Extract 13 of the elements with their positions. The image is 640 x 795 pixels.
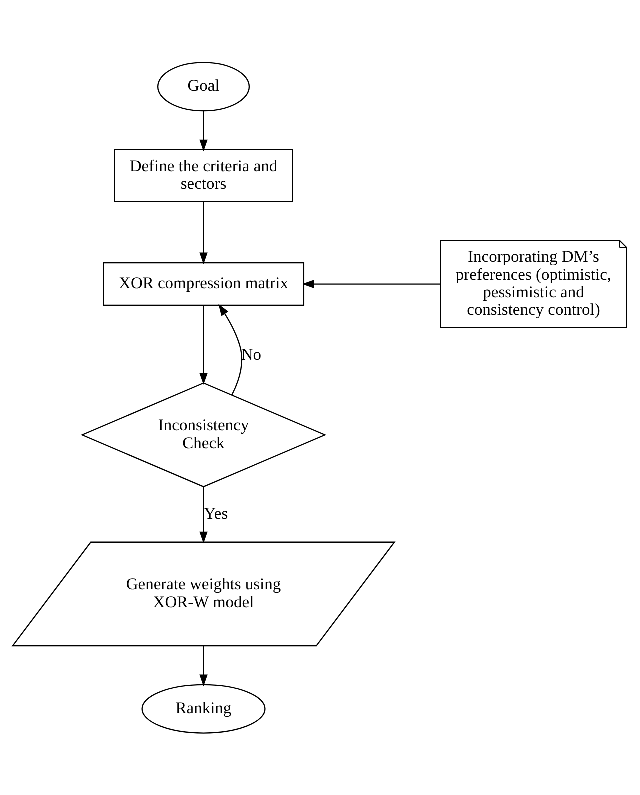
node-ellipse: Goal xyxy=(157,62,250,112)
arrow xyxy=(218,304,243,395)
node-box: XOR compression matrix xyxy=(103,262,305,306)
arrow xyxy=(200,202,208,264)
node-box: Define the criteria and sectors xyxy=(114,148,294,202)
arrow xyxy=(200,305,208,384)
arrow xyxy=(200,486,208,544)
node-diamond: Inconsistency Check xyxy=(80,382,327,488)
node-ellipse: Ranking xyxy=(142,684,266,734)
edge-label: No xyxy=(241,344,262,364)
arrow xyxy=(200,110,208,152)
arrow xyxy=(200,646,208,686)
arrow xyxy=(302,280,440,288)
